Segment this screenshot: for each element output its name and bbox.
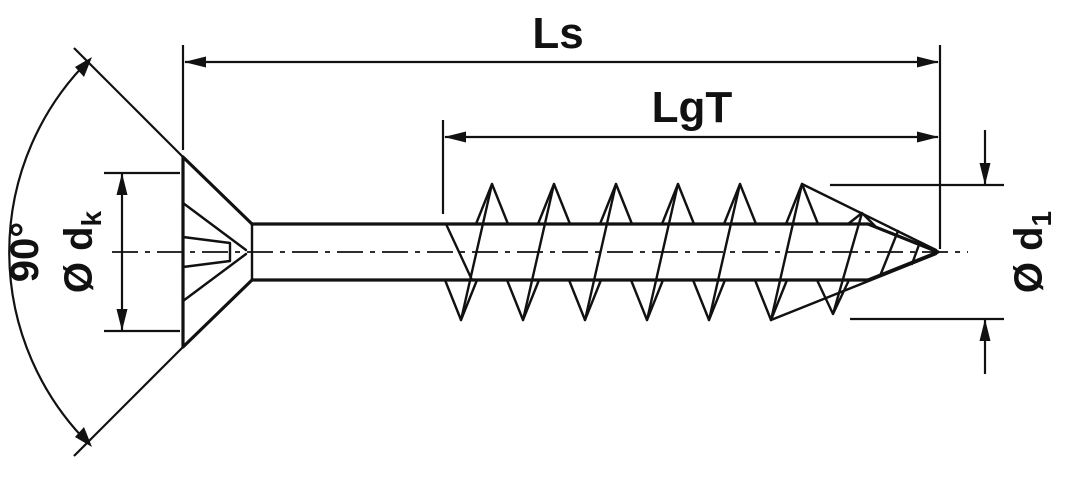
label-head-diameter-sub: k: [76, 210, 107, 226]
lgt-arrow-right: [917, 131, 939, 143]
label-head-diameter: Ø dk: [57, 210, 107, 293]
dim-total-length: [181, 45, 942, 249]
thread-flanks: [444, 182, 804, 322]
ls-arrow-right: [917, 56, 939, 68]
angle-construction-line-bottom: [73, 346, 184, 457]
dk-arrow-top: [116, 173, 128, 195]
thread-crests-top: [474, 182, 820, 226]
ls-arrow-left: [184, 56, 206, 68]
angle-arrow-bottom: [75, 427, 92, 447]
d1-arrow-bottom: [979, 319, 991, 341]
angle-arc: [8, 59, 90, 445]
dim-thread-length: [441, 120, 939, 214]
head-cone-lower-line: [181, 252, 248, 303]
angle-arrow-top: [75, 57, 92, 77]
screw-body: [181, 155, 940, 349]
label-core-diameter-prefix: Ø d: [1007, 226, 1051, 293]
dim-core-diameter: [830, 130, 1004, 374]
thread-tip-runout: [769, 182, 938, 322]
angle-construction-line-top: [73, 47, 184, 158]
lgt-arrow-left: [444, 131, 466, 143]
thread-crests-bottom: [443, 278, 789, 322]
label-head-diameter-prefix: Ø d: [57, 226, 101, 293]
label-thread-length: LgT: [652, 83, 733, 132]
label-core-diameter-sub: 1: [1026, 211, 1057, 227]
label-head-angle: 90°: [3, 222, 47, 283]
head-cone-upper-line: [181, 201, 248, 252]
head-outline: [181, 155, 254, 349]
thread-profile: [443, 182, 938, 322]
d1-arrow-top: [979, 163, 991, 185]
label-core-diameter: Ø d1: [1007, 211, 1057, 293]
head-recess: [181, 235, 232, 269]
dim-head-diameter: [104, 171, 180, 333]
dk-arrow-bottom: [116, 309, 128, 331]
label-total-length: Ls: [532, 9, 583, 58]
dim-head-angle: [8, 47, 184, 457]
